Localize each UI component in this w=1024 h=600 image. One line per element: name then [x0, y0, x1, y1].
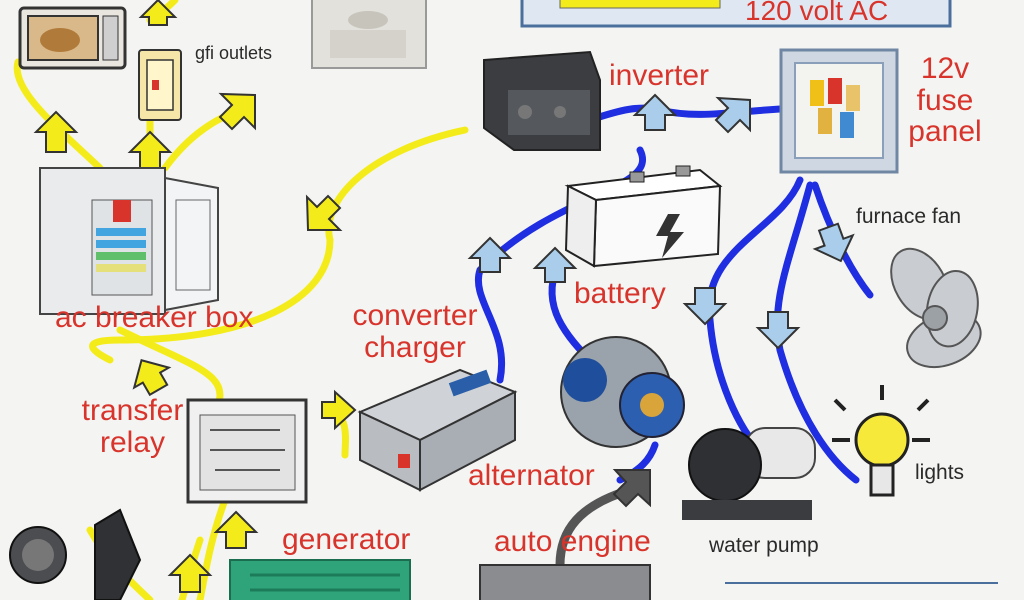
ac-breaker-box-label: ac breaker box — [55, 302, 253, 334]
arrow-up-icon — [124, 350, 176, 399]
converter-charger-label: converter charger — [340, 300, 490, 363]
battery-image — [566, 166, 720, 266]
arrow-down-icon — [685, 288, 725, 324]
arrow-upright-icon — [716, 98, 750, 132]
top-banner: 120 volt AC — [522, 0, 950, 26]
microwave-image — [20, 8, 125, 68]
gfi-outlet-image — [139, 50, 181, 120]
generator-image — [230, 560, 410, 600]
generator-label: generator — [282, 524, 410, 556]
converter-charger-label-line-2: charger — [340, 332, 490, 364]
arrow-upright-icon — [220, 94, 255, 129]
transfer-relay-label: transfer relay — [70, 395, 195, 458]
inverter-label: inverter — [609, 60, 709, 92]
transfer-relay-label-line-2: relay — [70, 427, 195, 459]
inverter-image — [484, 52, 600, 150]
arrow-up-icon — [470, 238, 510, 272]
fuse-panel-label-line-2: fuse — [900, 85, 990, 117]
alternator-image — [561, 337, 684, 447]
arrow-up-icon — [36, 112, 76, 152]
alternator-label: alternator — [468, 460, 595, 492]
arrow-up-icon — [635, 95, 675, 130]
roof-ac-image — [312, 0, 426, 68]
fuse-panel-label: 12v fuse panel — [900, 53, 990, 148]
converter-charger-label-line-1: converter — [340, 300, 490, 332]
furnace-fan-image — [879, 239, 988, 377]
arrow-up-icon — [130, 132, 170, 168]
fuse-panel-label-line-1: 12v — [900, 53, 990, 85]
banner-text: 120 volt AC — [745, 0, 888, 26]
arrow-up-icon — [535, 248, 575, 282]
fuse-panel-label-line-3: panel — [900, 116, 990, 148]
lights-label: lights — [915, 462, 964, 484]
fuse-panel-image — [781, 50, 897, 172]
transfer-relay-label-line-1: transfer — [70, 395, 195, 427]
battery-label: battery — [574, 278, 666, 310]
arrow-down-icon — [810, 220, 860, 268]
auto-engine-label: auto engine — [494, 526, 651, 558]
arrow-down-icon — [758, 312, 798, 348]
gfi-outlets-label: gfi outlets — [195, 44, 272, 63]
arrow-right-icon — [322, 392, 355, 428]
water-pump-image — [682, 428, 815, 520]
water-pump-label: water pump — [709, 535, 819, 557]
furnace-fan-label: furnace fan — [856, 206, 961, 228]
shore-power-plug-image — [10, 510, 140, 600]
arrow-upright-icon — [614, 470, 650, 506]
engine-image — [480, 565, 650, 600]
breaker-box-image — [40, 168, 218, 314]
transfer-relay-image — [188, 400, 306, 502]
